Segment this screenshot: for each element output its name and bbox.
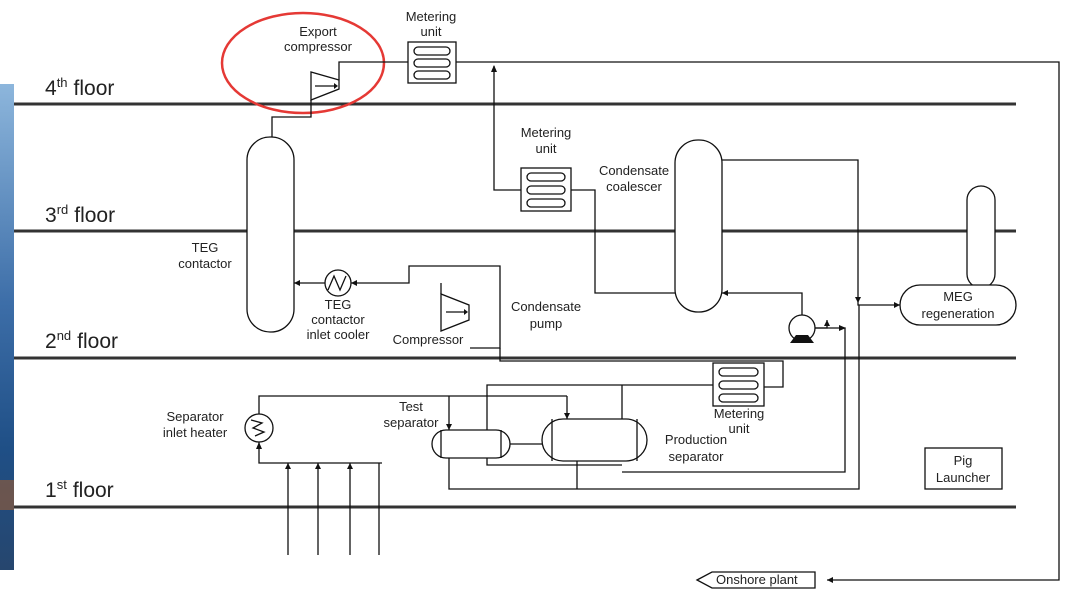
condensate-coalescer-vessel	[674, 139, 723, 313]
background-photo-strip	[0, 84, 14, 570]
production-separator-vessel	[541, 418, 648, 462]
compressor-label: Compressor	[393, 332, 464, 347]
onshore-plant-label: Onshore plant	[716, 572, 798, 587]
background-photo-detail	[0, 480, 14, 510]
export-line	[456, 61, 1060, 581]
pig-launcher-box	[924, 447, 1003, 490]
teg-contactor-vessel	[246, 136, 295, 333]
teg-cooler-symbol	[324, 269, 352, 297]
onshore-plant-tag	[695, 571, 816, 589]
test-separator-vessel	[431, 429, 511, 459]
separator-heater-symbol	[244, 413, 274, 443]
highlight-ellipse	[220, 11, 386, 115]
meg-regeneration-drum	[899, 284, 1017, 326]
meg-regeneration-column	[966, 185, 996, 289]
